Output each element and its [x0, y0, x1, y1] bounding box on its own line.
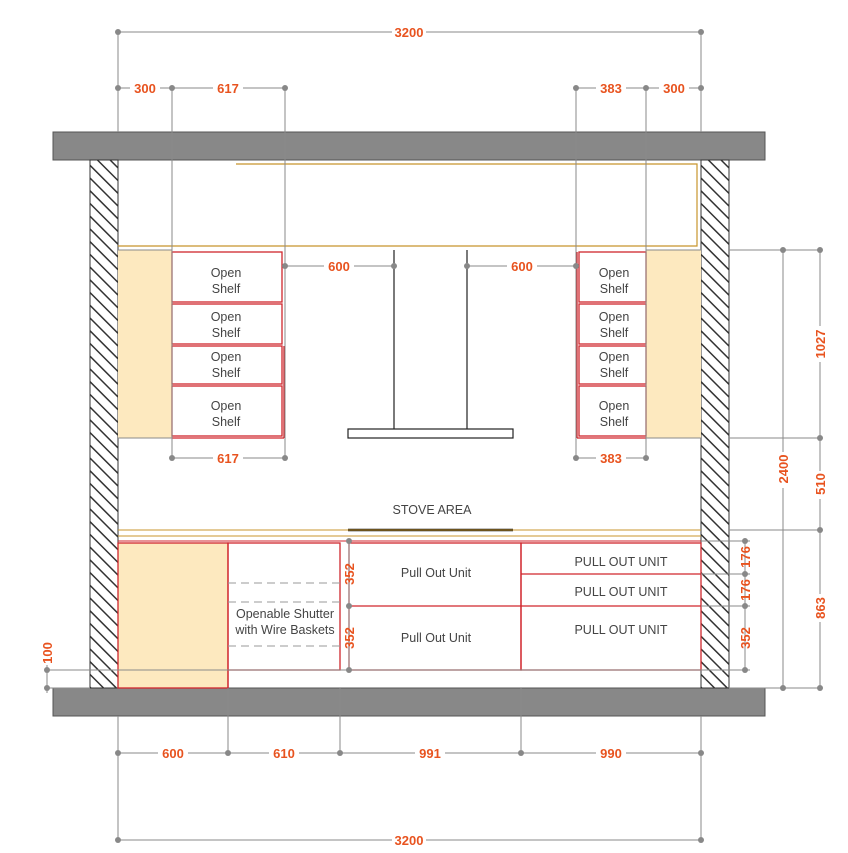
- dim-shelf-left: 617: [217, 451, 239, 466]
- dim-drawer-a: 352: [342, 563, 357, 585]
- stove-area-label: STOVE AREA: [393, 503, 473, 517]
- shutter-label-1: Openable Shutter: [236, 607, 334, 621]
- shelf-label-l2b: Shelf: [212, 326, 241, 340]
- right-wall-hatch: [700, 159, 730, 689]
- shelf-label-r2a: Open: [599, 310, 630, 324]
- dim-bottom-c: 991: [419, 746, 441, 761]
- dim-top-left-a: 300: [134, 81, 156, 96]
- shelf-label-r1b: Shelf: [600, 282, 629, 296]
- dim-right-drawer-a: 176: [738, 546, 753, 568]
- shelf-label-l2a: Open: [211, 310, 242, 324]
- dim-top-left-b: 617: [217, 81, 239, 96]
- dim-base-left-gap: 100: [40, 642, 55, 664]
- base-left-filler: [117, 542, 229, 689]
- pull-out-caps-3: PULL OUT UNIT: [574, 623, 667, 637]
- dim-bottom-d: 990: [600, 746, 622, 761]
- pull-out-label-2: Pull Out Unit: [401, 631, 472, 645]
- shelf-label-l3b: Shelf: [212, 366, 241, 380]
- shelf-label-r3b: Shelf: [600, 366, 629, 380]
- dim-top-right-a: 383: [600, 81, 622, 96]
- shutter-label-2: with Wire Baskets: [234, 623, 334, 637]
- shelf-label-l4b: Shelf: [212, 415, 241, 429]
- floor-slab: [52, 687, 766, 717]
- dim-top-total: 3200: [395, 25, 424, 40]
- dim-right-total: 2400: [776, 455, 791, 484]
- upper-left-filler: [118, 250, 172, 438]
- dim-bottom-a: 600: [162, 746, 184, 761]
- dim-hood-left: 600: [328, 259, 350, 274]
- dim-bottom-b: 610: [273, 746, 295, 761]
- left-wall-hatch: [89, 159, 119, 689]
- shelf-label-l4a: Open: [211, 399, 242, 413]
- pull-out-caps-2: PULL OUT UNIT: [574, 585, 667, 599]
- dim-right-drawer-c: 352: [738, 627, 753, 649]
- upper-right-filler: [646, 250, 701, 438]
- pull-out-caps-1: PULL OUT UNIT: [574, 555, 667, 569]
- dim-right-drawer-b: 176: [738, 579, 753, 601]
- dim-top-right-b: 300: [663, 81, 685, 96]
- dim-hood-right: 600: [511, 259, 533, 274]
- chimney-hood: [347, 250, 514, 439]
- shelf-label-l3a: Open: [211, 350, 242, 364]
- shelf-label-l1a: Open: [211, 266, 242, 280]
- shelf-label-r2b: Shelf: [600, 326, 629, 340]
- dim-bottom-total: 3200: [395, 833, 424, 848]
- dim-shelf-right: 383: [600, 451, 622, 466]
- dim-right-upper: 1027: [813, 330, 828, 359]
- shelf-label-r3a: Open: [599, 350, 630, 364]
- dim-drawer-b: 352: [342, 627, 357, 649]
- shelf-label-r4b: Shelf: [600, 415, 629, 429]
- pull-out-label-1: Pull Out Unit: [401, 566, 472, 580]
- shelf-label-l1b: Shelf: [212, 282, 241, 296]
- shelf-label-r4a: Open: [599, 399, 630, 413]
- shelf-label-r1a: Open: [599, 266, 630, 280]
- dim-right-mid: 510: [813, 473, 828, 495]
- soffit-outline: [118, 163, 698, 247]
- ceiling-slab: [52, 131, 766, 161]
- dim-right-lower: 863: [813, 597, 828, 619]
